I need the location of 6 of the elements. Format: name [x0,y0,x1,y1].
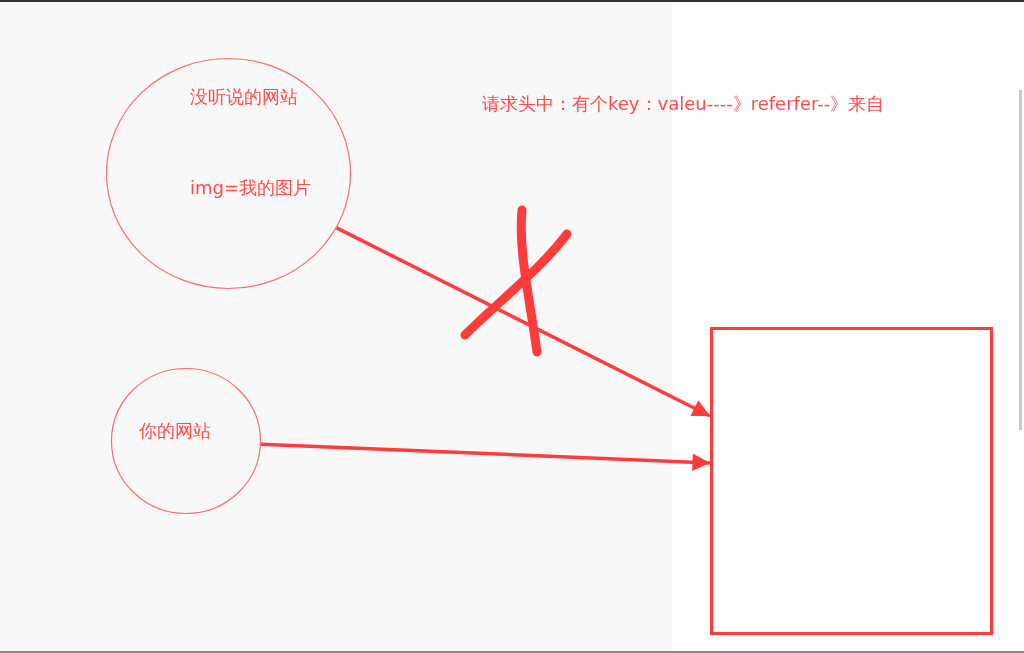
arrow [335,226,711,418]
node-text: img=我的图片 [190,177,312,199]
note-text: 请求头中：有个key：valeu----》referfer--》来自 [482,92,885,116]
node-text: 没听说的网站 [190,86,298,108]
arrow [260,442,711,471]
node-text: 你的网站 [139,420,211,442]
